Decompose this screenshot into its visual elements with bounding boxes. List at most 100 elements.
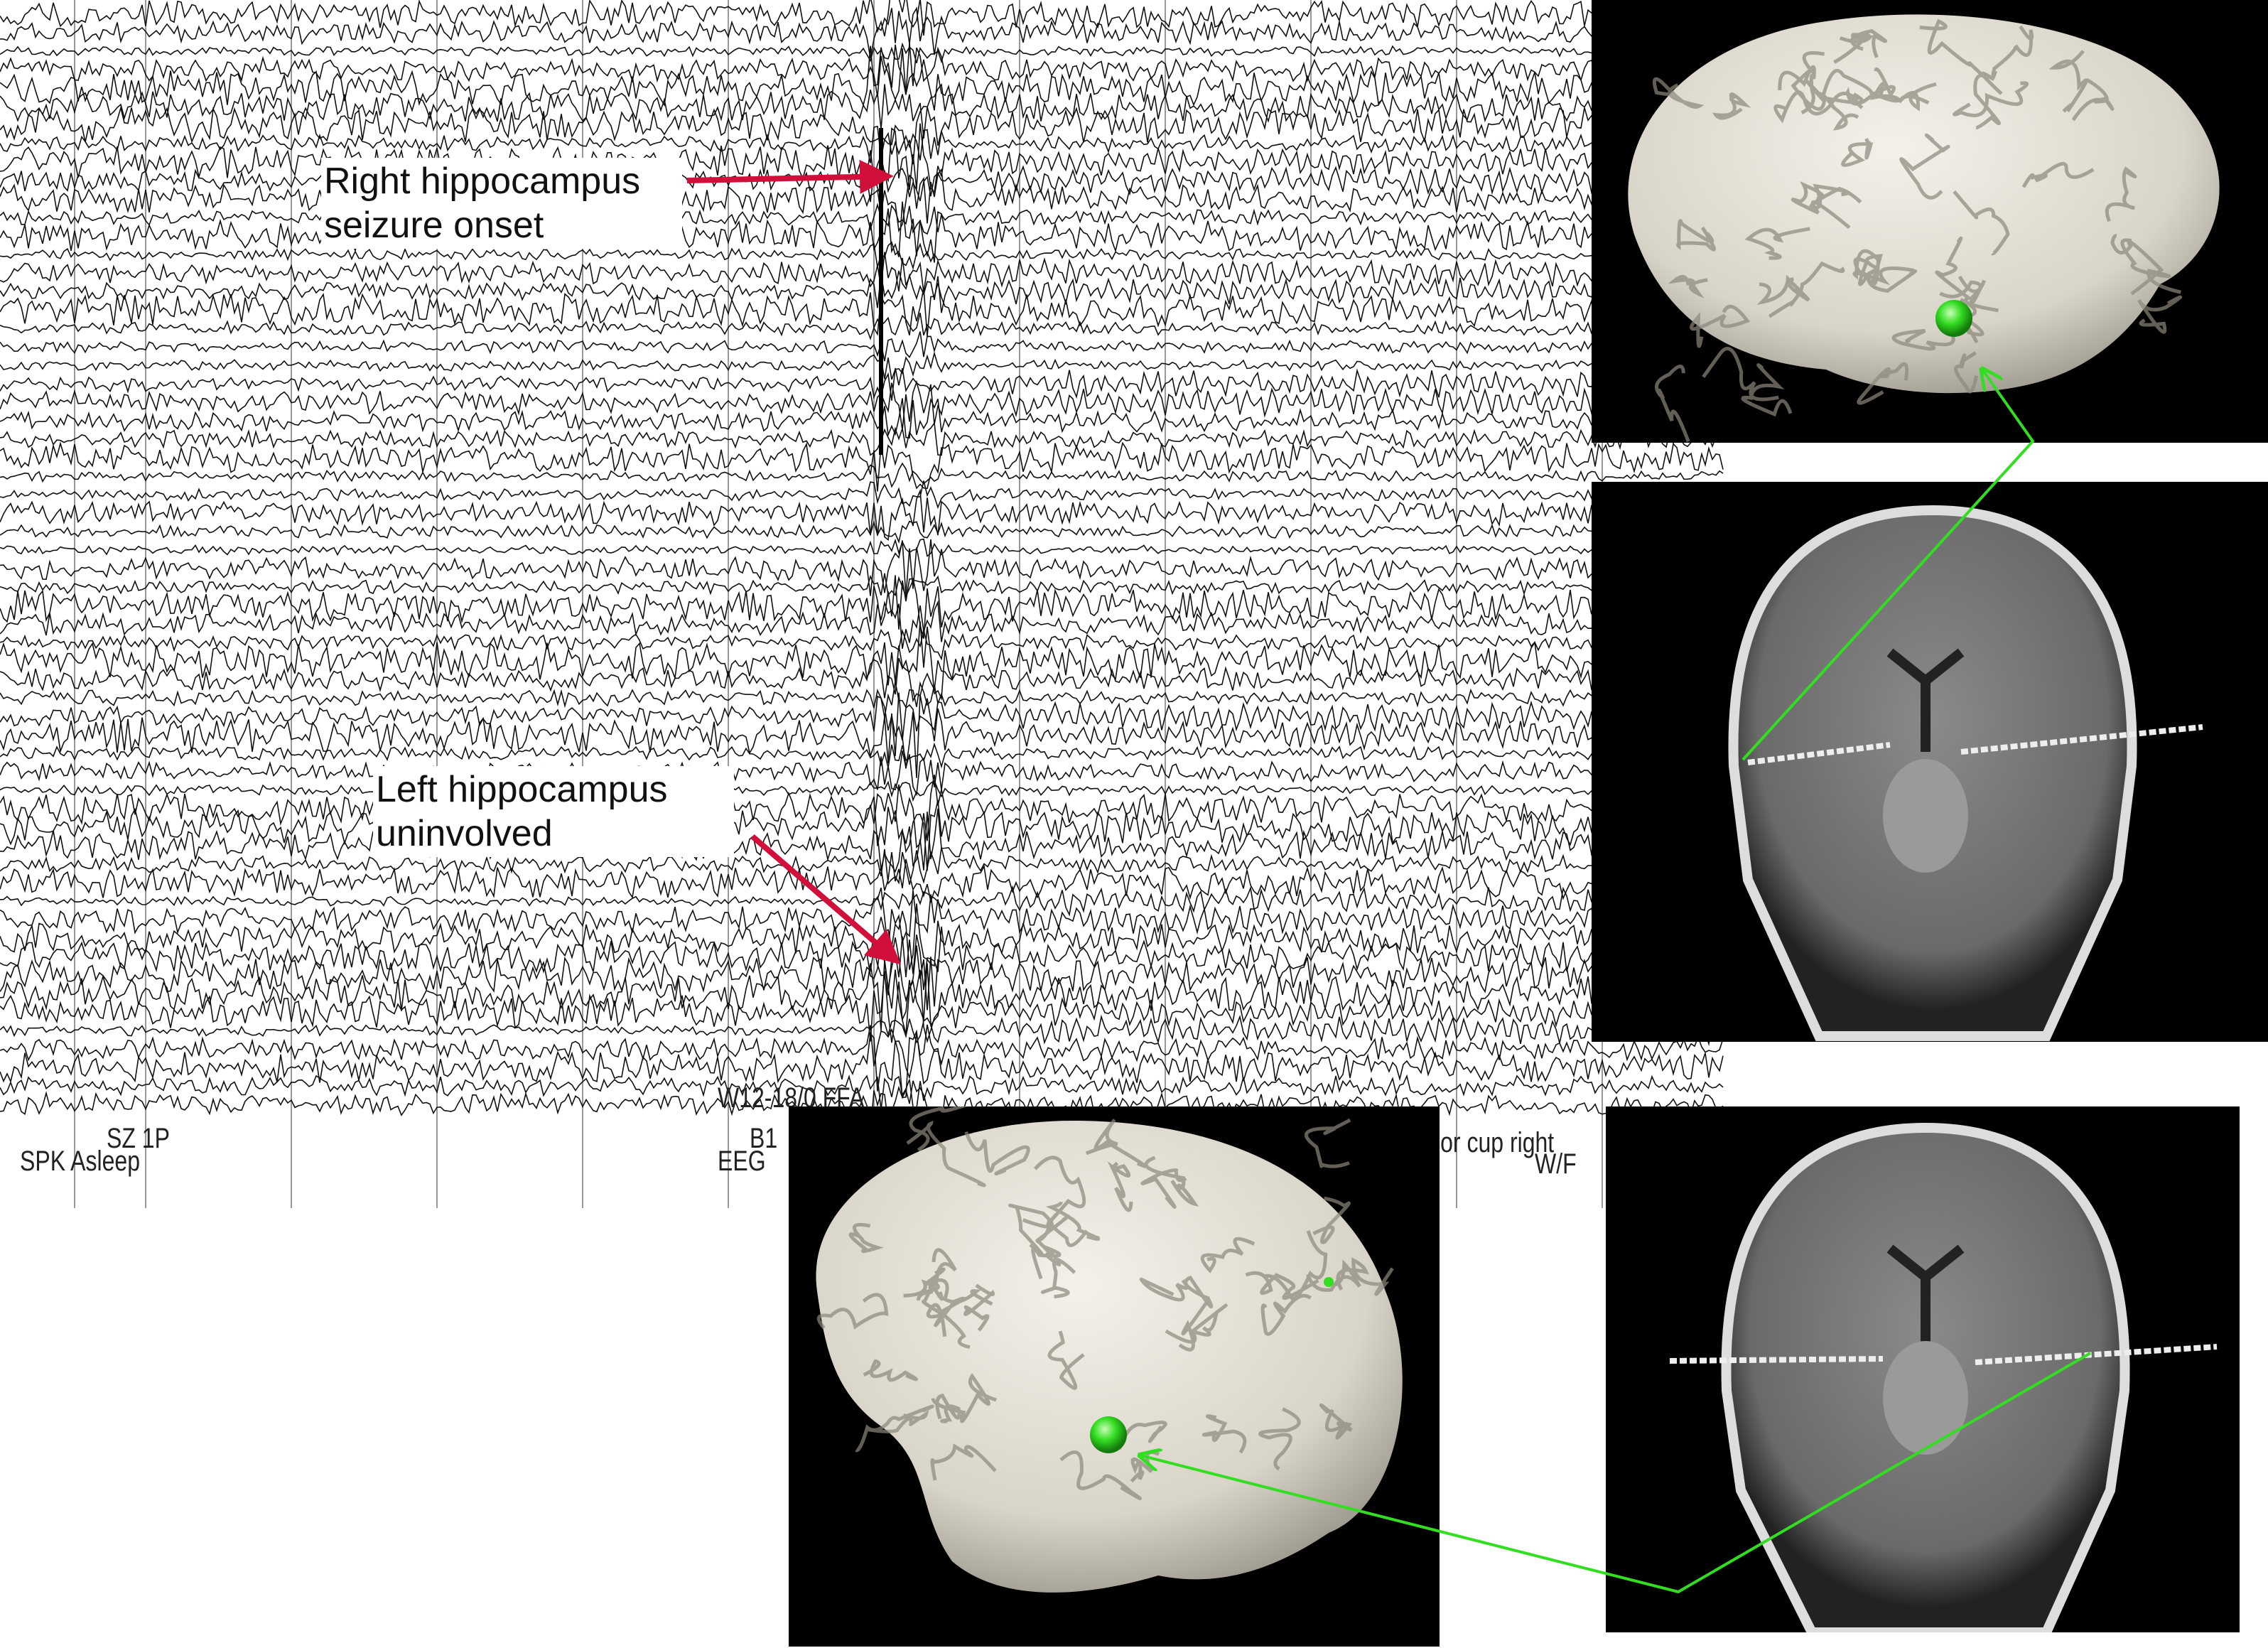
eeg-marker-cup: lor cup right: [1435, 1127, 1555, 1158]
brain-sulcus: [1935, 236, 1999, 313]
left-label-line1: Left hippocampus: [376, 769, 668, 810]
eeg-marker-eeg: EEG: [718, 1146, 766, 1177]
right-label-line2: seizure onset: [324, 205, 544, 246]
brain-sulcus: [2120, 238, 2181, 294]
eeg-channel-trace: [0, 742, 1724, 769]
eeg-channel-trace: [0, 379, 1724, 431]
brain-sulcus: [1676, 219, 1717, 252]
eeg-channel-trace: [0, 1029, 1724, 1099]
eeg-channel-trace: [0, 252, 1724, 293]
eeg-channel-trace: [0, 796, 1724, 871]
eeg-channel-trace: [0, 621, 1724, 701]
eeg-channel-trace: [0, 462, 1724, 488]
eeg-channel-trace: [0, 780, 1724, 802]
brain-sulcus: [922, 1280, 948, 1337]
brain-sulcus: [848, 1222, 884, 1254]
right-hippocampus-label: Right hippocampus seizure onset: [321, 158, 682, 249]
left-brain-render: [789, 1106, 1440, 1647]
eeg-channel-trace: [0, 421, 1724, 456]
brain-sulcus: [935, 1393, 961, 1423]
brain-sulcus: [1178, 1275, 1214, 1352]
right-label-line1: Right hippocampus: [324, 161, 641, 202]
brain-sulcus: [964, 1131, 1030, 1175]
brain-sulcus: [1919, 18, 1985, 78]
brain-sulcus: [1846, 67, 1896, 109]
eeg-channel-trace: [0, 283, 1724, 337]
brain-sulcus: [1041, 1258, 1076, 1299]
brain-sulcus: [1939, 275, 1987, 307]
brain-sulcus: [1953, 190, 2010, 256]
eeg-channel-trace: [0, 241, 1724, 271]
brain-sulcus: [2048, 50, 2088, 113]
brain-sulcus: [1973, 71, 2003, 130]
eeg-channel-trace: [0, 313, 1724, 340]
brain-sulcus: [1263, 1230, 1328, 1300]
brain-sulcus: [1305, 1118, 1351, 1168]
eeg-channel-trace: [0, 628, 1724, 661]
brain-sulcus: [1953, 81, 2029, 117]
brain-sulcus: [1990, 25, 2034, 80]
eeg-channel-trace: [0, 203, 1724, 235]
brain-sulcus: [816, 1293, 889, 1330]
eeg-channel-trace: [0, 750, 1724, 797]
brain-sulcus: [867, 1410, 929, 1433]
brain-sulcus: [863, 1359, 919, 1382]
brain-sulcus: [906, 1121, 986, 1187]
brain-sulcus: [925, 1267, 993, 1306]
brain-sulcus: [1059, 1450, 1142, 1501]
brain-sulcus: [1841, 138, 1874, 167]
brain-sulcus: [1139, 1277, 1189, 1302]
brain-sulcus: [1899, 133, 1950, 200]
eeg-channel-trace: [0, 1080, 1724, 1133]
brain-sulcus: [930, 1443, 997, 1481]
brain-sulcus: [1773, 90, 1859, 124]
brain-sulcus: [1712, 92, 1751, 120]
eeg-channel-trace: [0, 539, 1724, 597]
eeg-marker-sz: SZ 1P: [107, 1123, 170, 1154]
left-hippocampus-label: Left hippocampus uninvolved: [373, 766, 734, 857]
brain-sulcus: [1853, 257, 1876, 286]
brain-sulcus: [2021, 161, 2095, 188]
eeg-channel-trace: [0, 600, 1724, 650]
brain-sulcus: [1312, 1196, 1351, 1244]
eeg-channel-trace: [0, 441, 1724, 492]
left-electrode-marker: [1090, 1416, 1127, 1453]
brain-sulcus: [903, 1279, 944, 1301]
eeg-marker-wf: W/F: [1535, 1148, 1577, 1180]
eeg-channel-trace: [0, 573, 1724, 598]
eeg-channel-trace: [0, 959, 1724, 1035]
right-electrode-marker: [1935, 300, 1972, 337]
brain-sulcus: [1805, 80, 1859, 131]
brain-sulcus: [1809, 183, 1862, 210]
brain-sulcus: [1165, 1303, 1228, 1344]
eeg-channel-trace: [0, 105, 1724, 165]
brain-sulcus: [1655, 365, 1690, 443]
brain-sulcus: [1869, 82, 1937, 112]
eeg-channel-trace: [0, 847, 1724, 885]
eeg-channel-trace: [0, 168, 1724, 233]
brain-sulcus: [1085, 1119, 1147, 1168]
brain-sulcus: [1791, 50, 1864, 111]
eeg-channel-trace: [0, 42, 1724, 64]
eeg-channel-trace: [0, 520, 1724, 544]
eeg-channel-trace: [0, 367, 1724, 401]
eeg-channel-trace: [0, 692, 1724, 778]
eeg-channel-trace: [0, 165, 1724, 203]
eeg-channel-trace: [0, 488, 1724, 541]
brain-sulcus: [1756, 274, 1810, 306]
brain-sulcus: [1744, 227, 1810, 260]
eeg-channel-trace: [0, 681, 1724, 718]
eeg-channel-trace: [0, 695, 1724, 740]
eeg-channel-trace: [0, 83, 1724, 139]
eeg-channel-trace: [0, 43, 1724, 97]
eeg-channel-trace: [0, 351, 1724, 380]
eeg-channel-trace: [0, 937, 1724, 1011]
brain-sulcus: [1031, 1238, 1062, 1280]
eeg-channel-trace: [0, 538, 1724, 557]
right-brain-render: [1592, 0, 2268, 443]
brain-sulcus: [1033, 1156, 1086, 1226]
eeg-channel-trace: [0, 0, 1724, 37]
eeg-channel-trace: [0, 657, 1724, 703]
brain-sulcus: [2137, 295, 2183, 334]
brain-sulcus: [855, 1404, 934, 1453]
